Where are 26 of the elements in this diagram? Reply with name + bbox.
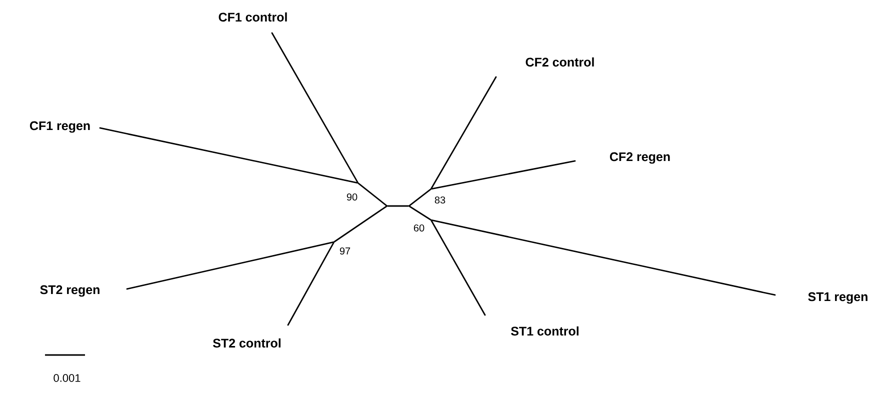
leaf-label: ST1 control: [510, 326, 578, 336]
branch: [409, 188, 431, 206]
bootstrap-value: 83: [434, 196, 446, 204]
bootstrap-value: 60: [414, 224, 424, 232]
leaf-label: CF1 regen: [30, 121, 90, 133]
branch: [271, 32, 358, 183]
scale-label: 0.001: [54, 374, 80, 382]
branch: [431, 219, 776, 296]
leaf-label: CF2 control: [526, 57, 594, 67]
branch: [431, 160, 576, 190]
leaf-label: CF2 regen: [610, 152, 670, 164]
leaf-label: CF1 control: [218, 12, 287, 22]
branch: [430, 220, 486, 316]
branch: [430, 76, 497, 189]
bootstrap-value: 90: [346, 193, 358, 201]
bootstrap-value: 97: [340, 247, 350, 255]
branch: [387, 205, 409, 207]
branch: [99, 127, 358, 184]
leaf-label: ST2 regen: [40, 285, 100, 297]
branch: [126, 242, 334, 290]
branch: [287, 242, 334, 326]
branch: [358, 182, 387, 206]
branch: [334, 206, 387, 242]
branch: [409, 206, 431, 220]
leaf-label: ST2 control: [213, 338, 280, 348]
leaf-label: ST1 regen: [808, 292, 868, 304]
